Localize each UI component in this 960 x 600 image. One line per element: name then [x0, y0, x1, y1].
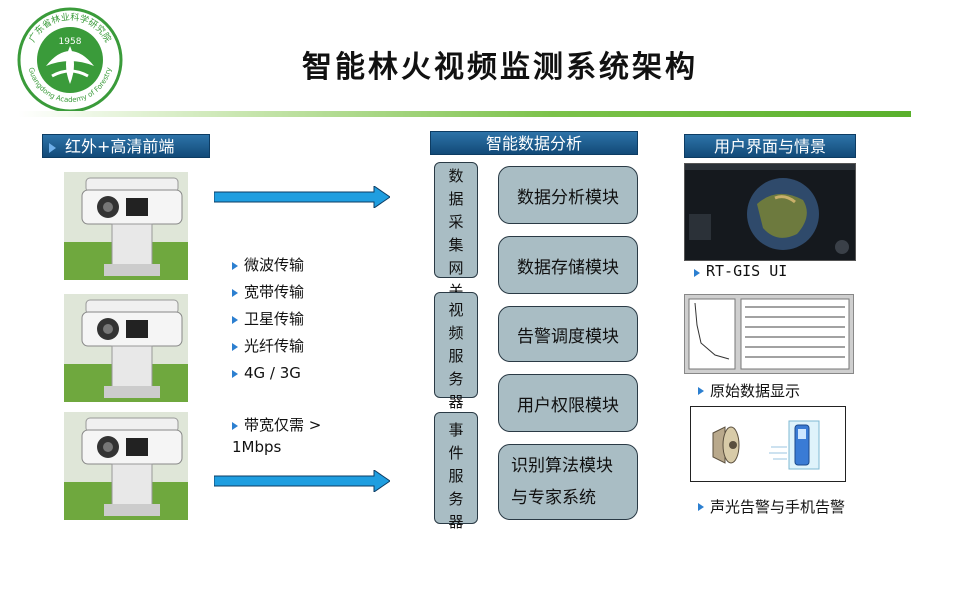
list-item: 卫星传输	[232, 306, 304, 333]
module-user-permission: 用户权限模块	[498, 374, 638, 432]
bullet-arrow-icon	[232, 370, 238, 378]
analysis-header-label: 智能数据分析	[485, 134, 582, 153]
alarm-illustration	[690, 406, 846, 482]
camera-image-3	[64, 412, 188, 520]
data-gateway-box: 数 据 采 集 网 关	[434, 162, 478, 300]
module-data-analysis: 数据分析模块	[498, 166, 638, 224]
right-arrow-icon	[213, 185, 391, 209]
siren-speaker-icon	[712, 426, 740, 464]
alarm-label: 声光告警与手机告警	[698, 496, 845, 517]
module-alarm-dispatch: 告警调度模块	[498, 306, 638, 362]
mobile-phone-icon	[769, 420, 820, 470]
bullet-arrow-icon	[232, 316, 238, 324]
bullet-arrow-icon	[694, 269, 700, 277]
camera-image-2	[64, 294, 188, 402]
video-server-box: 视 频 服 务 器	[434, 292, 478, 411]
event-server-box: 事 件 服 务 器	[434, 412, 478, 531]
camera-image-1	[64, 172, 188, 280]
title-divider	[18, 111, 911, 117]
data-flow-arrow-top	[213, 185, 391, 209]
ui-header-label: 用户界面与情景	[713, 137, 826, 156]
waveform-chart-icon	[685, 295, 853, 373]
ui-header: 用户界面与情景	[684, 134, 856, 158]
ptz-camera-icon	[64, 294, 188, 402]
raw-data-screenshot	[684, 294, 854, 374]
raw-data-label: 原始数据显示	[698, 380, 800, 401]
bullet-arrow-icon	[698, 503, 704, 511]
module-data-storage: 数据存储模块	[498, 236, 638, 294]
logo-year: 1958	[59, 37, 82, 47]
list-item: 宽带传输	[232, 279, 304, 306]
bullet-arrow-icon	[698, 387, 704, 395]
list-item: 微波传输	[232, 252, 304, 279]
frontend-header-label: 红外+高清前端	[65, 137, 175, 156]
module-recognition-expert: 识别算法模块 与专家系统	[498, 444, 638, 520]
academy-logo: 1958 广东省林业科学研究院 Guangdong Academy of For…	[16, 6, 124, 114]
page-title: 智能林火视频监测系统架构	[302, 50, 698, 85]
rt-gis-label: RT-GIS UI	[694, 262, 787, 280]
rt-gis-screenshot	[684, 163, 856, 261]
bullet-arrow-icon	[232, 262, 238, 270]
academy-seal-icon: 1958 广东省林业科学研究院 Guangdong Academy of For…	[17, 7, 123, 113]
analysis-header: 智能数据分析	[430, 131, 638, 155]
header-bullet-icon	[49, 143, 56, 153]
data-flow-arrow-bottom	[213, 469, 391, 493]
bullet-arrow-icon	[232, 343, 238, 351]
bullet-arrow-icon	[232, 289, 238, 297]
list-item: 4G / 3G	[232, 360, 304, 387]
globe-map-icon	[685, 164, 855, 260]
frontend-header: 红外+高清前端	[42, 134, 210, 158]
right-arrow-icon	[213, 469, 391, 493]
bullet-arrow-icon	[232, 422, 238, 430]
ptz-camera-icon	[64, 172, 188, 280]
list-item: 光纤传输	[232, 333, 304, 360]
bandwidth-note: 带宽仅需 > 1Mbps	[232, 416, 322, 456]
ptz-camera-icon	[64, 412, 188, 520]
transmission-list: 微波传输 宽带传输 卫星传输 光纤传输 4G / 3G	[232, 252, 304, 387]
